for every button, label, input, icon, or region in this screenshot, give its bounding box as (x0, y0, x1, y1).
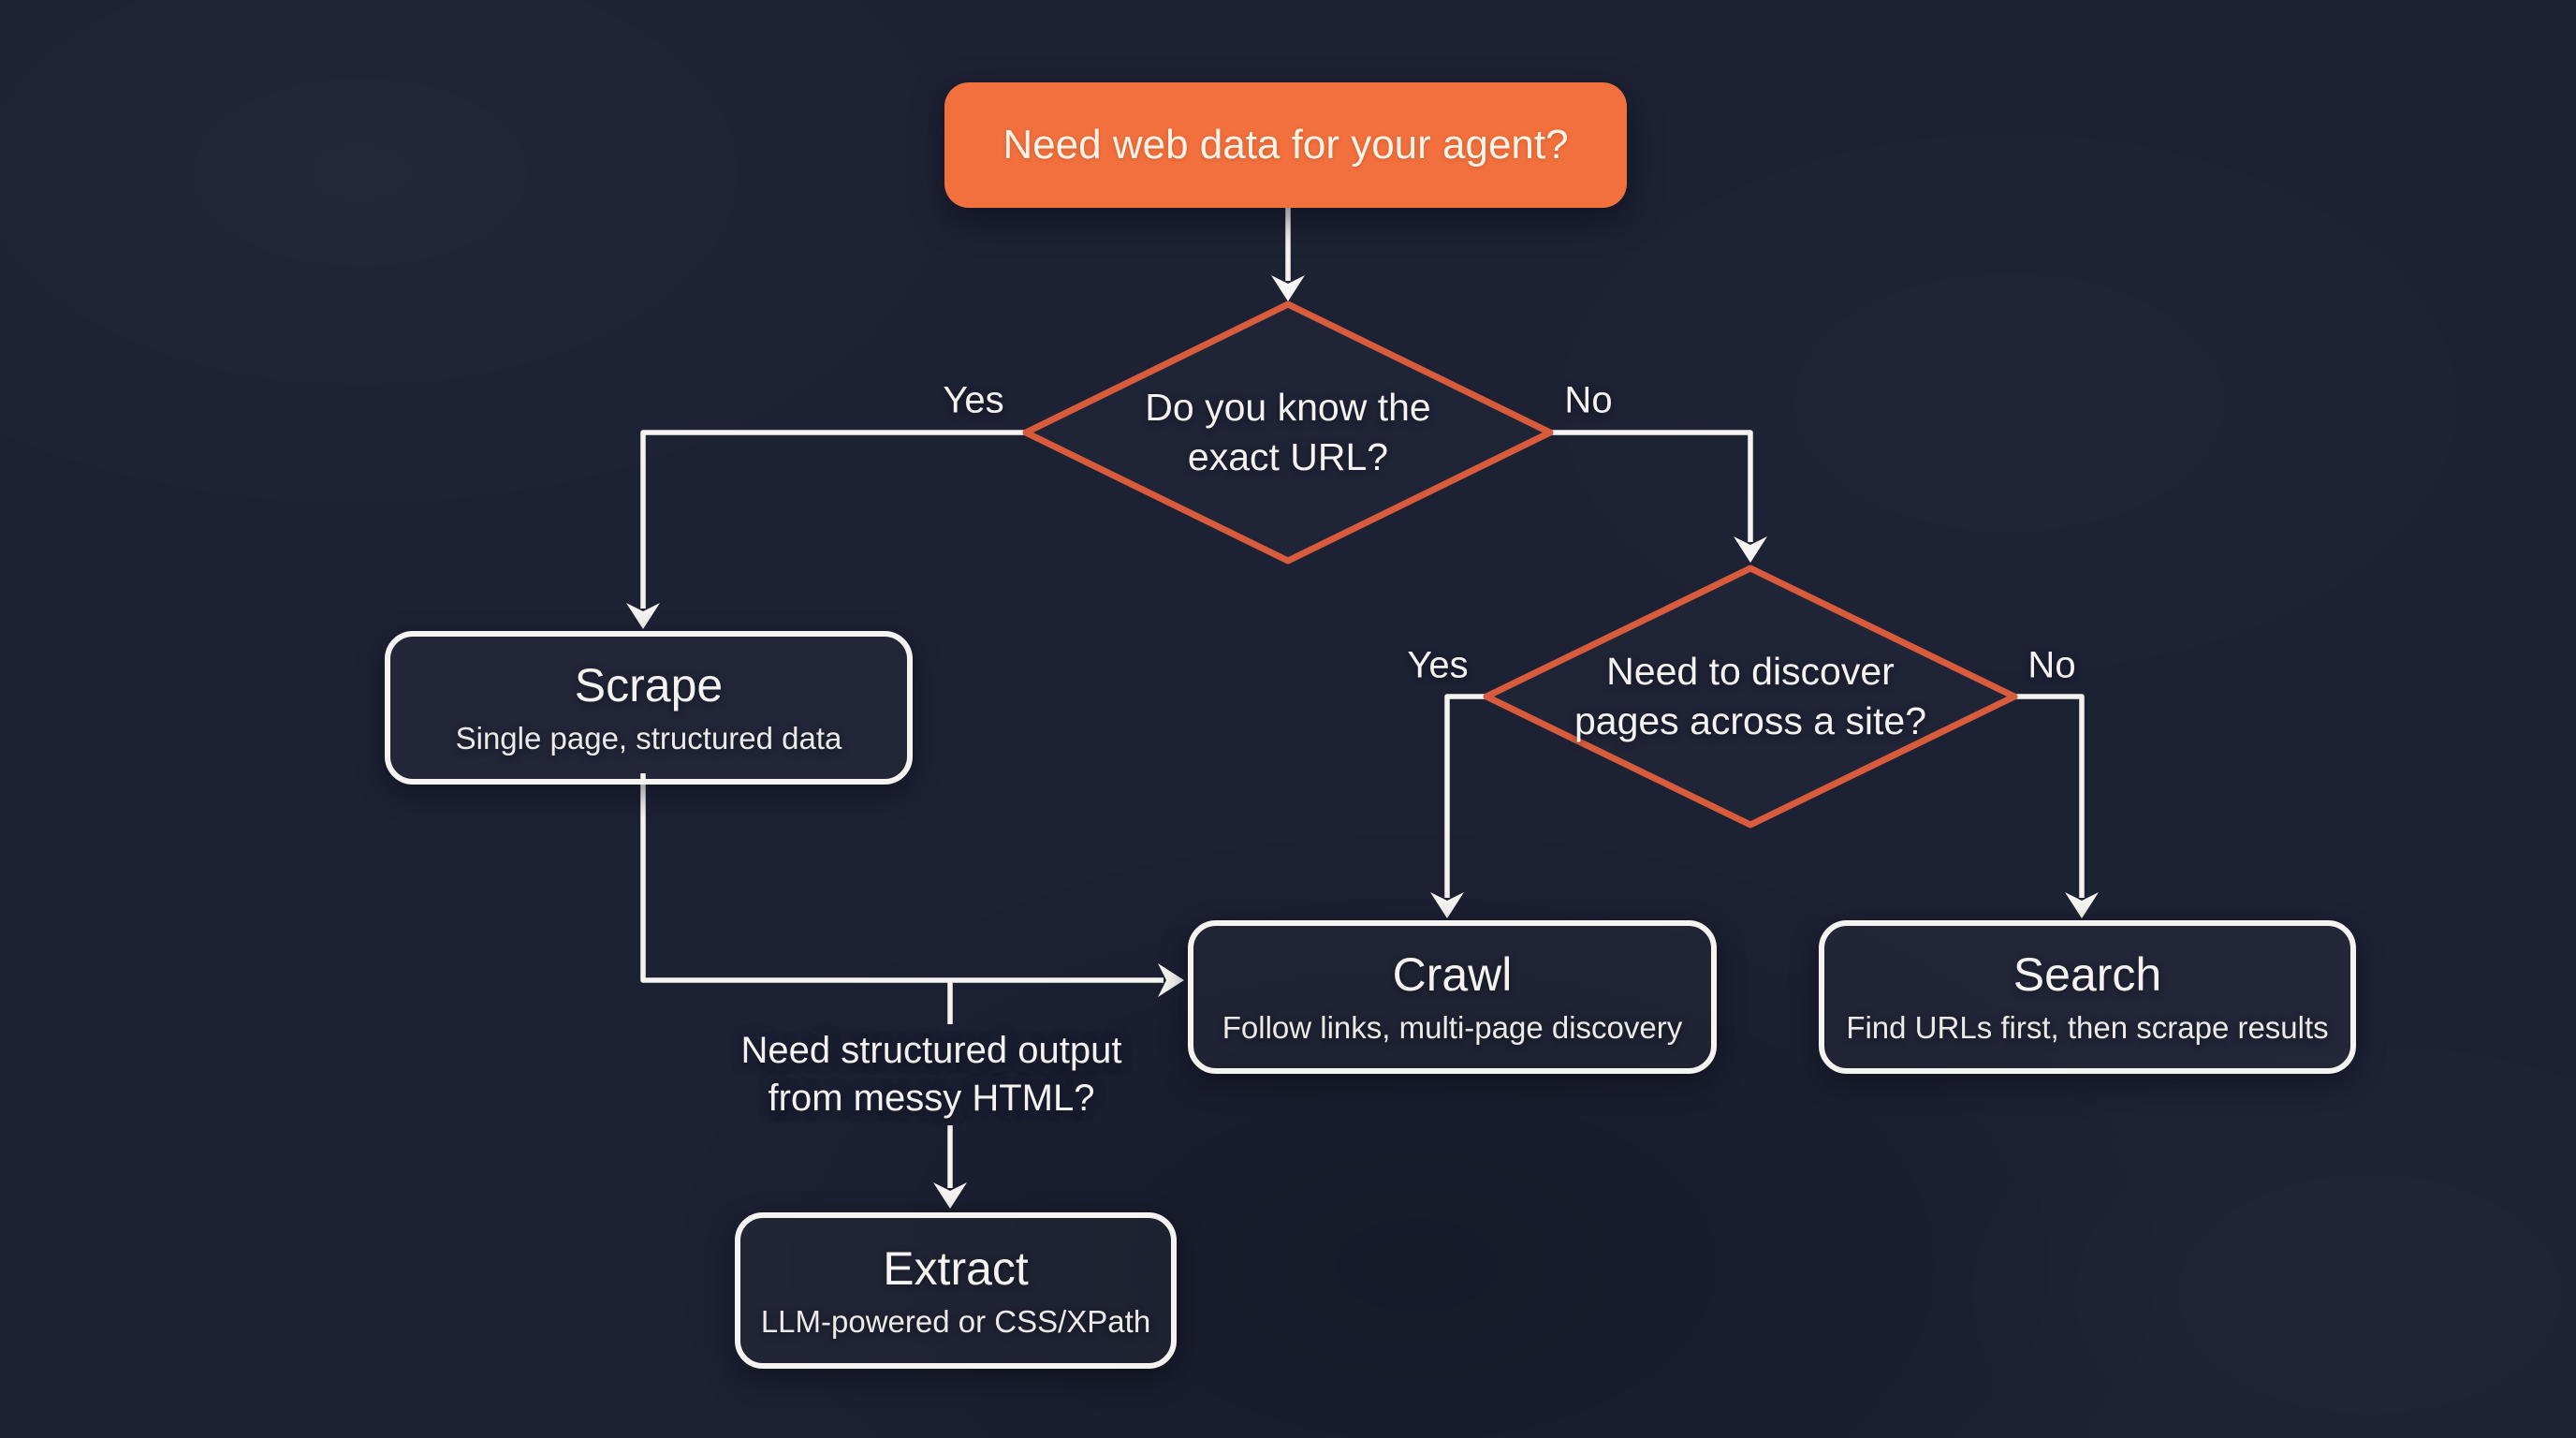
decision-diamond-exact-url (1022, 301, 1554, 565)
edge-label-exact-url-no: No (1564, 379, 1613, 421)
connector-discover-no-to-search (2014, 694, 2085, 898)
arrow-down-icon (1271, 275, 1305, 301)
start-node-label: Need web data for your agent? (1003, 122, 1569, 168)
arrow-down-icon (626, 603, 660, 629)
edge-label-discover-no: No (2027, 644, 2076, 686)
question-structured-output: Need structured output from messy HTML? (741, 1027, 1122, 1123)
decision-exact-url-line2: exact URL? (1187, 435, 1389, 478)
node-search: Search Find URLs first, then scrape resu… (1819, 920, 2356, 1074)
edge-label-discover-yes: Yes (1407, 644, 1469, 686)
connector-exact-url-yes-to-scrape (640, 430, 1026, 609)
arrow-down-icon (1734, 536, 1767, 563)
decision-discover-line2: pages across a site? (1573, 699, 1927, 742)
start-node: Need web data for your agent? (944, 82, 1627, 208)
arrow-down-icon (1430, 892, 1464, 918)
edge-label-exact-url-yes: Yes (943, 379, 1004, 421)
connector-exact-url-no-to-discover (1550, 430, 1753, 542)
node-scrape-title: Scrape (574, 659, 724, 712)
arrow-down-icon (2065, 892, 2099, 918)
decision-exact-url-line1: Do you know the (1145, 386, 1431, 429)
connector-scrape-to-crawl (640, 773, 1164, 983)
node-extract-subtitle: LLM-powered or CSS/XPath (760, 1303, 1151, 1339)
node-search-title: Search (2012, 948, 2162, 1002)
question-structured-output-line1: Need structured output (740, 1030, 1122, 1071)
arrow-right-icon (1158, 963, 1184, 997)
decision-discover-pages-text: Need to discover pages across a site? (1488, 620, 2012, 773)
node-extract: Extract LLM-powered or CSS/XPath (735, 1212, 1177, 1369)
node-crawl-title: Crawl (1392, 948, 1513, 1002)
decision-diamond-discover-pages (1483, 565, 2018, 829)
node-crawl-subtitle: Follow links, multi-page discovery (1222, 1010, 1683, 1046)
connector-discover-yes-to-crawl (1444, 694, 1486, 898)
node-search-subtitle: Find URLs first, then scrape results (1846, 1010, 2329, 1046)
question-structured-output-line2: from messy HTML? (768, 1078, 1095, 1119)
node-extract-title: Extract (883, 1241, 1029, 1295)
node-crawl: Crawl Follow links, multi-page discovery (1188, 920, 1717, 1074)
arrow-down-icon (933, 1182, 967, 1209)
decision-discover-line1: Need to discover (1606, 650, 1895, 693)
node-scrape: Scrape Single page, structured data (385, 631, 913, 785)
node-scrape-subtitle: Single page, structured data (455, 721, 842, 756)
decision-exact-url-text: Do you know the exact URL? (1026, 356, 1550, 509)
